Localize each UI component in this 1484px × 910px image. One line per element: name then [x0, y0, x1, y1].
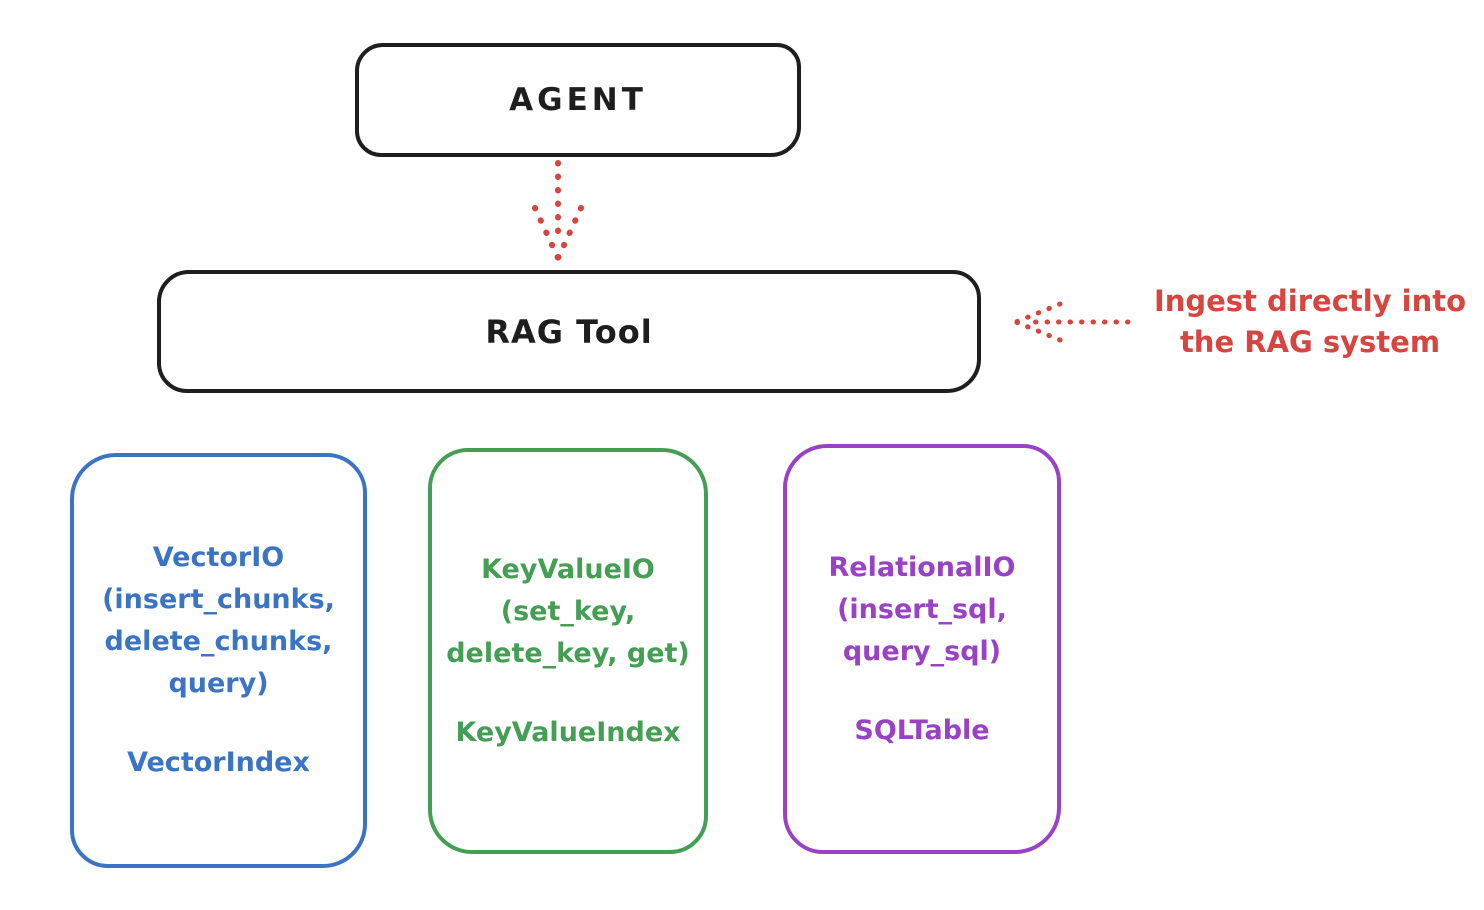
keyvalue-index-label: KeyValueIndex — [455, 716, 681, 748]
vector-index-label: VectorIndex — [127, 747, 310, 778]
ingest-annotation-line1: Ingest directly into — [1153, 284, 1467, 318]
vector-io-box: VectorIO (insert_chunks, delete_chunks, … — [70, 453, 367, 868]
ingest-annotation: Ingest directly into the RAG system — [1140, 281, 1480, 363]
vector-io-body: VectorIO (insert_chunks, delete_chunks, … — [102, 542, 335, 699]
agent-label: AGENT — [509, 82, 647, 118]
keyvalue-io-body: KeyValueIO (set_key, delete_key, get) — [446, 553, 690, 669]
agent-box: AGENT — [355, 43, 801, 157]
relational-io-box: RelationalIO (insert_sql, query_sql) SQL… — [783, 444, 1061, 854]
keyvalue-io-box: KeyValueIO (set_key, delete_key, get) Ke… — [428, 448, 708, 854]
rag-tool-box: RAG Tool — [157, 270, 981, 393]
sql-table-label: SQLTable — [854, 714, 990, 746]
ingest-annotation-line2: the RAG system — [1179, 325, 1441, 359]
relational-io-body: RelationalIO (insert_sql, query_sql) — [828, 551, 1016, 667]
agent-to-rag-arrow-icon — [532, 160, 584, 261]
rag-tool-label: RAG Tool — [485, 312, 653, 351]
ingest-arrow-icon — [1013, 301, 1131, 343]
